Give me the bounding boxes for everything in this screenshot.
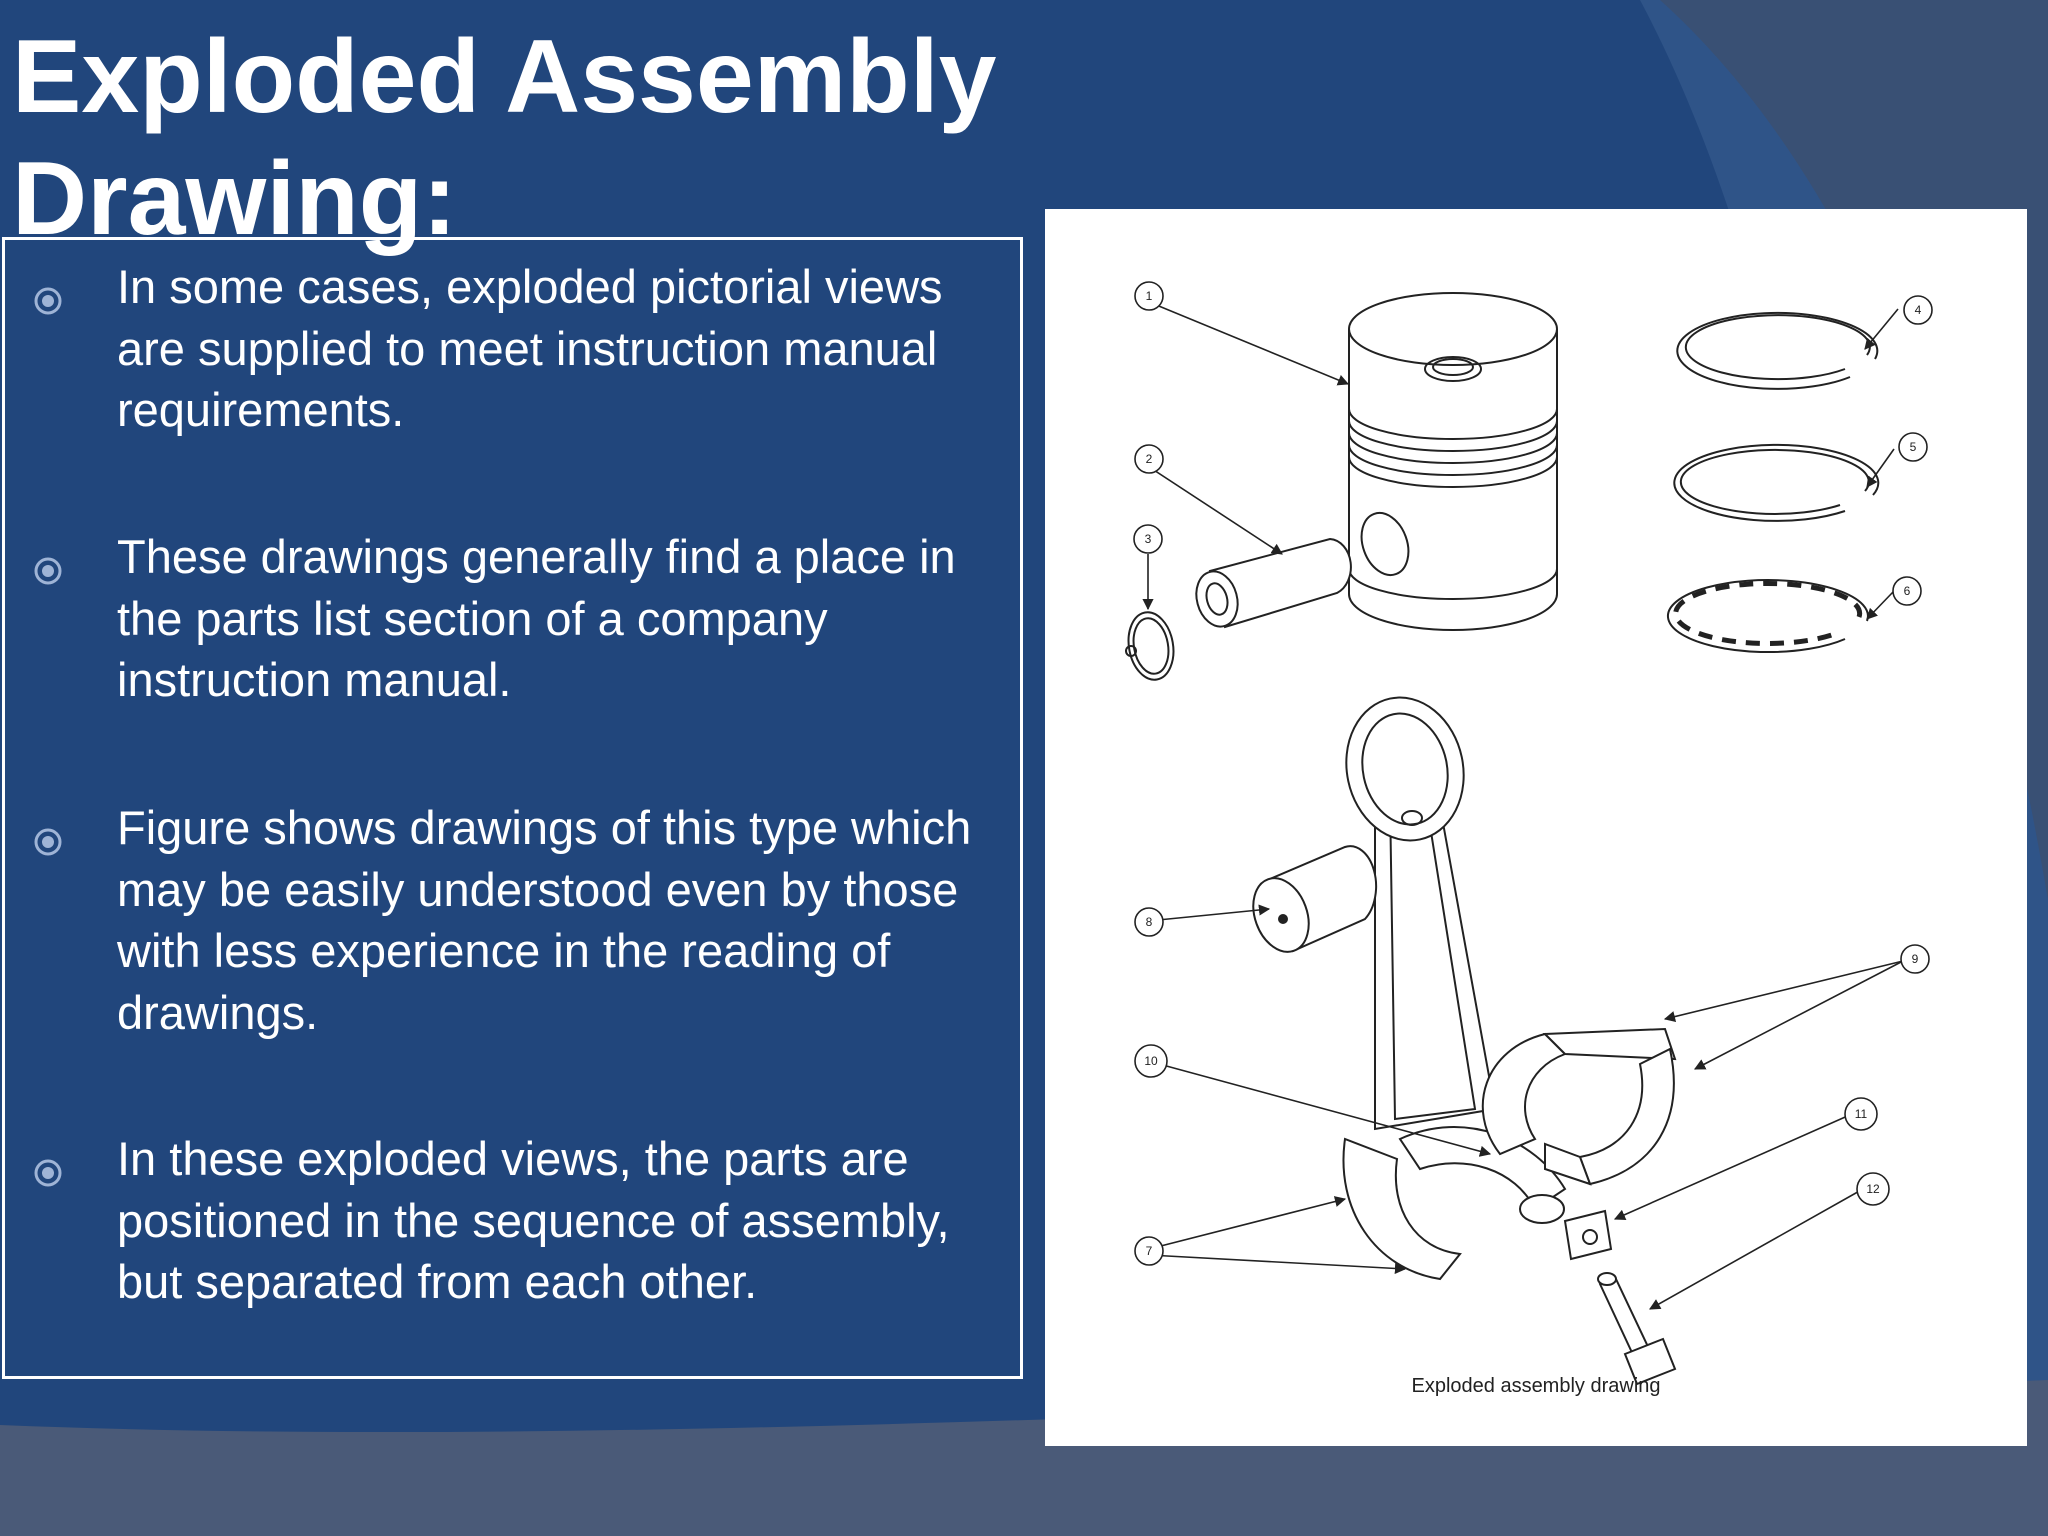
callout-5: 5 [1910,440,1917,454]
callout-10: 10 [1144,1054,1158,1068]
callout-1: 1 [1146,289,1153,303]
callout-6: 6 [1904,584,1911,598]
piston-icon [1348,292,1558,631]
callout-11: 11 [1855,1107,1868,1121]
locking-tab-icon [1563,1209,1613,1261]
radio-bullet-icon [34,557,62,585]
radio-bullet-icon [34,287,62,315]
bearing-shell-icon [1481,1027,1677,1186]
radio-bullet-icon [34,1159,62,1187]
oil-ring-icon [1667,579,1869,654]
callout-4: 4 [1915,303,1922,317]
callout-numbers [1133,281,1933,1266]
bullet-list-box: In some cases, exploded pictorial views … [2,237,1023,1379]
callout-7: 7 [1146,1244,1153,1258]
retaining-clip-icon [1125,611,1175,681]
bullet-text: In these exploded views, the parts are p… [117,1132,950,1308]
bullet-text: These drawings generally find a place in… [117,530,956,706]
piston-pin-icon [1195,537,1352,629]
bushing-icon [1252,845,1378,953]
callout-3: 3 [1145,532,1152,546]
callout-2: 2 [1146,452,1153,466]
piston-ring-icon [1673,311,1880,522]
bullet-text: Figure shows drawings of this type which… [117,801,972,1039]
callout-labels: 1 2 3 4 5 6 7 8 9 10 11 12 [1144,289,1921,1258]
radio-bullet-icon [34,828,62,856]
page-title: Exploded Assembly Drawing: [12,19,997,257]
figure-caption: Exploded assembly drawing [1411,1375,1661,1397]
callout-12: 12 [1866,1182,1880,1196]
rod-bolt-icon [1597,1272,1677,1386]
callout-9: 9 [1912,952,1919,966]
exploded-assembly-figure: 1 2 3 4 5 6 7 8 9 10 11 12 Exploded asse… [1045,209,2027,1446]
bullet-text: In some cases, exploded pictorial views … [117,260,943,436]
callout-8: 8 [1146,915,1153,929]
connecting-rod-icon [1342,696,1567,1281]
exploded-drawing: 1 2 3 4 5 6 7 8 9 10 11 12 [1125,281,1933,1386]
